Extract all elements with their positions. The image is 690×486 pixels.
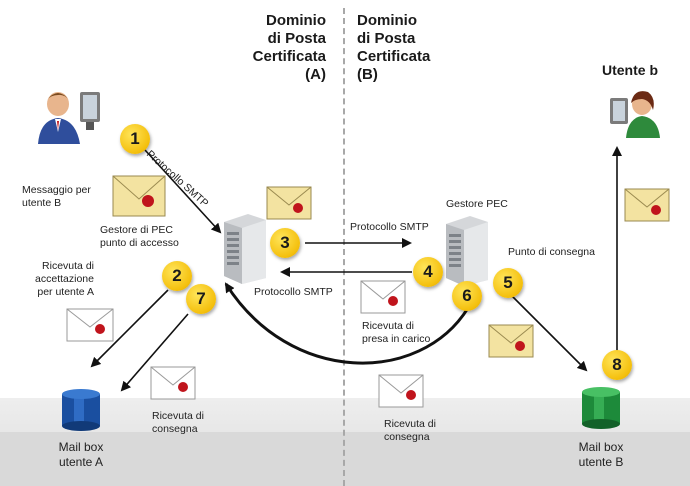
takeover-receipt-label: Ricevuta di presa in carico (362, 320, 431, 345)
step-6-badge: 6 (452, 281, 482, 311)
acceptance-receipt-label: Ricevuta di accettazione per utente A (35, 260, 94, 298)
arrow-smtp-to-access (144, 149, 222, 234)
step-7-badge: 7 (186, 284, 216, 314)
mailbox-b-icon (582, 387, 620, 429)
user-b-label: Utente b (602, 62, 658, 78)
domain-divider (343, 8, 345, 486)
mailbox-a-icon (62, 389, 100, 431)
delivery-receipt-envelope-b-icon (378, 374, 424, 408)
smtp-left-label: Protocollo SMTP (254, 286, 333, 298)
user-b-icon (610, 91, 660, 138)
arrow-to-mailbox-a-7 (120, 313, 189, 392)
user-a-icon (38, 92, 100, 144)
delivery-point-label: Punto di consegna (508, 246, 595, 258)
step-3-badge: 3 (270, 228, 300, 258)
message-envelope-icon (112, 175, 166, 217)
message-for-b-label: Messaggio per utente B (22, 184, 91, 209)
takeover-receipt-envelope-icon (360, 280, 406, 314)
received-envelope-icon (624, 188, 670, 222)
delivery-receipt-b-label: Ricevuta di consegna (384, 418, 436, 443)
domain-b-title: Dominio di Posta Certificata (B) (357, 12, 431, 83)
step-4-badge: 4 (413, 257, 443, 287)
acceptance-receipt-envelope-icon (66, 308, 114, 342)
arrow-to-mailbox-a-2 (90, 289, 169, 368)
mailbox-a-label: Mail box utente A (58, 440, 104, 469)
pec-manager-label: Gestore PEC (446, 198, 508, 210)
domain-a-title: Dominio di Posta Certificata (A) (252, 12, 326, 83)
step-8-badge: 8 (602, 350, 632, 380)
server-b-icon (446, 216, 488, 286)
delivery-receipt-envelope-a-icon (150, 366, 196, 400)
step-1-badge: 1 (120, 124, 150, 154)
server-a-icon (224, 214, 266, 284)
step-2-badge: 2 (162, 261, 192, 291)
step-5-badge: 5 (493, 268, 523, 298)
envelope-smtp-icon (266, 186, 312, 220)
delivery-envelope-icon (488, 324, 534, 358)
arrow-to-mailbox-b (511, 295, 588, 372)
smtp-right-label: Protocollo SMTP (350, 221, 429, 233)
mailbox-b-label: Mail box utente B (578, 440, 624, 469)
delivery-receipt-a-label: Ricevuta di consegna (152, 410, 204, 435)
pec-access-label: Gestore di PEC punto di accesso (100, 224, 179, 249)
arrow-delivery-receipt (224, 282, 470, 365)
floor-band (0, 432, 690, 486)
